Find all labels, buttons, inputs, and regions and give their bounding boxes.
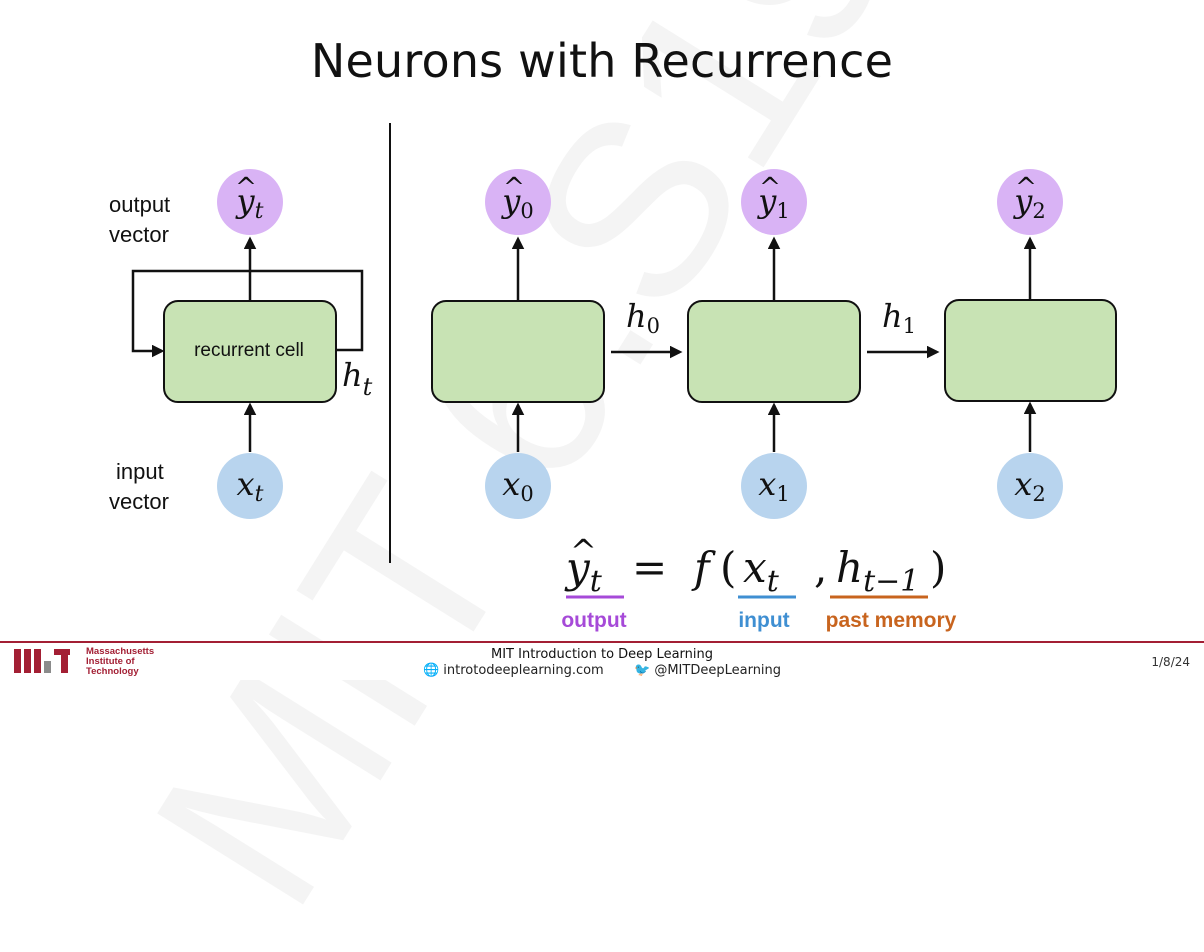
output-hat-y0: ^ [503, 173, 525, 203]
output-symbol-y1: y1 [756, 182, 789, 223]
slide-date: 1/8/24 [1151, 655, 1190, 669]
input-vector-label: input vector [109, 457, 169, 517]
state-symbol-ht: ht [342, 356, 373, 401]
state-symbol-h1: h1 [882, 297, 916, 338]
cell-1 [687, 300, 861, 403]
equation-arg-memory: ht−1 [836, 543, 919, 599]
input-symbol-x2: x2 [1014, 465, 1045, 506]
equation-comma: , [814, 543, 827, 592]
recurrent-cell-label: recurrent cell [194, 340, 304, 361]
output-node-y2 [997, 169, 1063, 235]
annotation-output: output [561, 609, 626, 632]
input-node-xt [217, 453, 283, 519]
institute-line3: Technology [86, 666, 139, 677]
input-node-x0 [485, 453, 551, 519]
input-label-line2: vector [109, 489, 169, 514]
output-symbol-y2: y2 [1012, 182, 1045, 223]
annotation-input: input [738, 609, 789, 632]
mit-logo [14, 649, 70, 673]
slide-title: Neurons with Recurrence [310, 34, 894, 88]
institute-line1: Massachusetts [86, 646, 155, 657]
output-node-yt [217, 169, 283, 235]
output-node-y0 [485, 169, 551, 235]
output-label-line1: output [109, 192, 171, 217]
output-node-y1 [741, 169, 807, 235]
input-node-x2 [997, 453, 1063, 519]
twitter-bird-icon: 🐦 [634, 663, 651, 678]
website-link[interactable]: introtodeeplearning.com [443, 663, 604, 678]
annotation-past-memory: past memory [826, 609, 957, 632]
course-title: MIT Introduction to Deep Learning [491, 647, 713, 662]
input-symbol-x0: x0 [502, 465, 533, 506]
rnn-diagram: yt ^ xt ht y0 ^ y1 ^ y2 ^ x0 x1 x2 h0 h1… [131, 123, 1117, 632]
equation-equals: = [632, 543, 667, 592]
cell-0 [431, 300, 605, 403]
institute-line2: Institute of [86, 656, 135, 667]
input-symbol-xt: xt [237, 465, 264, 507]
twitter-handle-link[interactable]: @MITDeepLearning [654, 663, 782, 678]
output-symbol-yt: yt [235, 182, 264, 224]
input-label-line1: input [116, 459, 164, 484]
output-label-line2: vector [109, 222, 169, 247]
cell-2 [944, 299, 1117, 402]
output-hat-y1: ^ [759, 173, 781, 203]
output-hat-y2: ^ [1015, 173, 1037, 203]
slide-footer: Massachusetts Institute of Technology MI… [0, 641, 1204, 680]
equation-lhs-hat: ^ [570, 532, 597, 570]
equation-arg-input: xt [743, 543, 780, 599]
recurrence-loop [131, 269, 364, 358]
globe-icon: 🌐 [422, 663, 440, 678]
output-vector-label: output vector [109, 190, 170, 250]
equation-open-paren: ( [720, 543, 736, 592]
equation-func: f [691, 543, 716, 592]
footer-links: 🌐 introtodeeplearning.com 🐦 @MITDeepLear… [0, 663, 1204, 678]
output-symbol-y0: y0 [500, 182, 533, 223]
state-symbol-h0: h0 [626, 297, 660, 338]
input-symbol-x1: x1 [758, 465, 789, 506]
input-node-x1 [741, 453, 807, 519]
institute-name: Massachusetts Institute of Technology [86, 647, 154, 677]
equation-lhs: yt [564, 543, 603, 599]
equation-close-paren: ) [930, 543, 946, 592]
output-hat-yt: ^ [235, 173, 257, 203]
